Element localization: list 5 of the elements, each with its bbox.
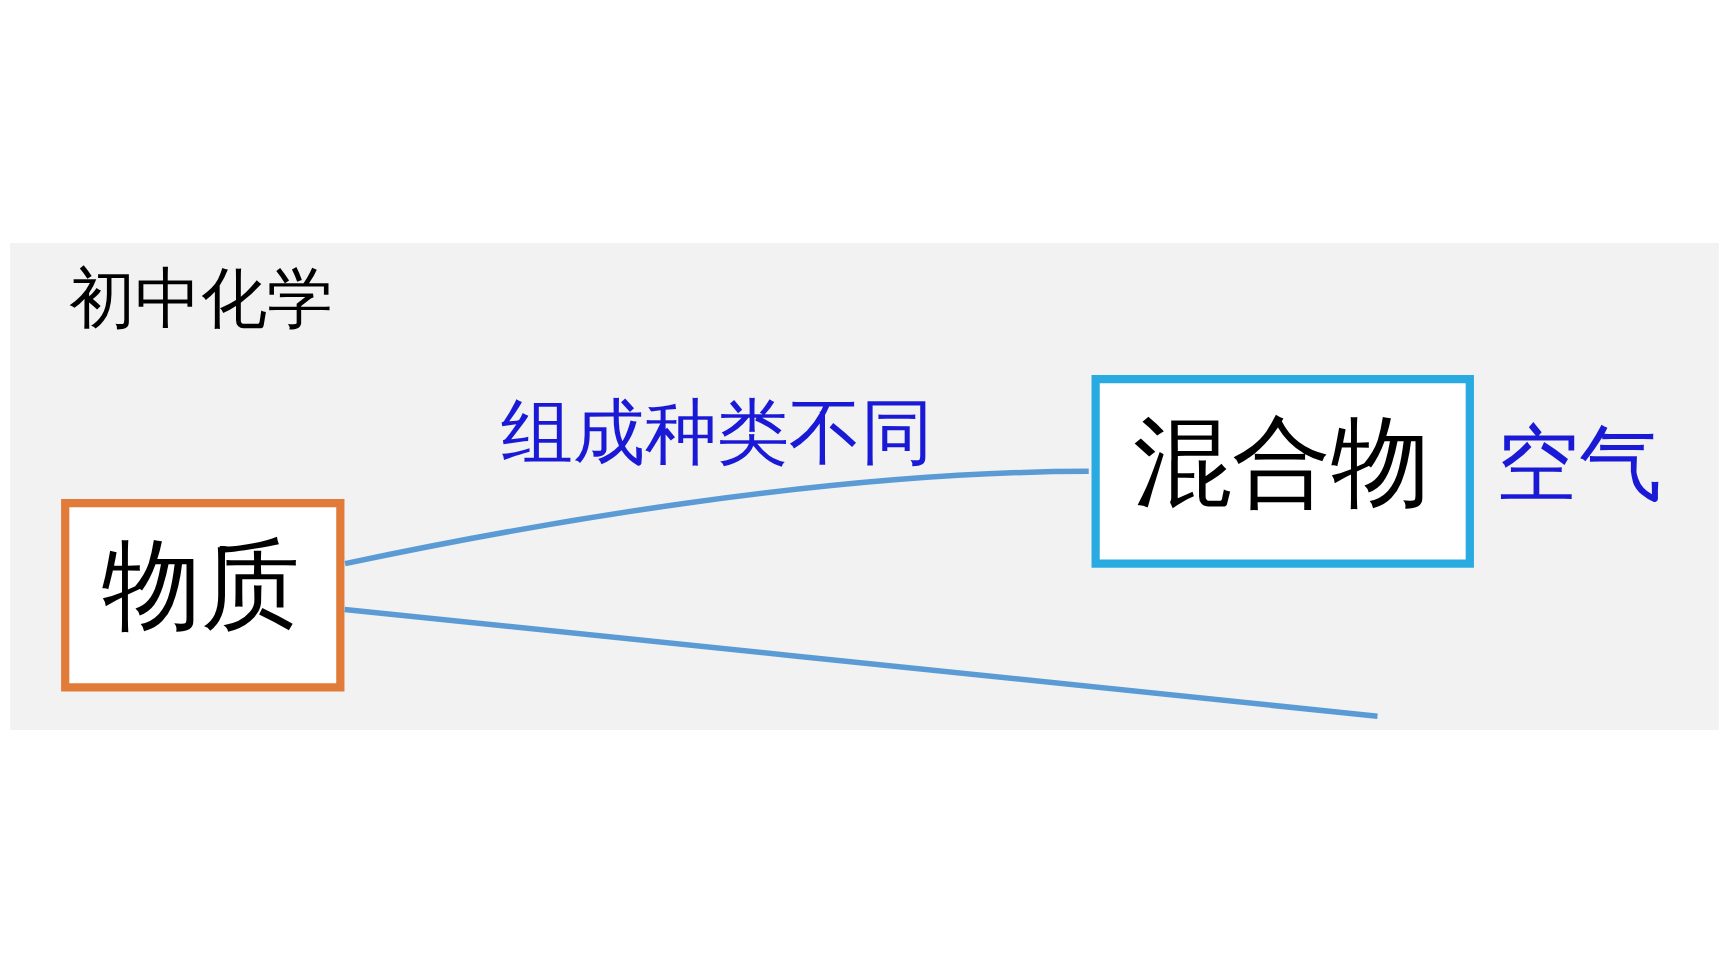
label: 初中化学	[68, 259, 333, 337]
connector	[344, 468, 1089, 566]
connector	[343, 606, 1378, 719]
node-label: 空气	[1495, 414, 1662, 511]
edge-label: 组成种类不同	[500, 390, 933, 474]
